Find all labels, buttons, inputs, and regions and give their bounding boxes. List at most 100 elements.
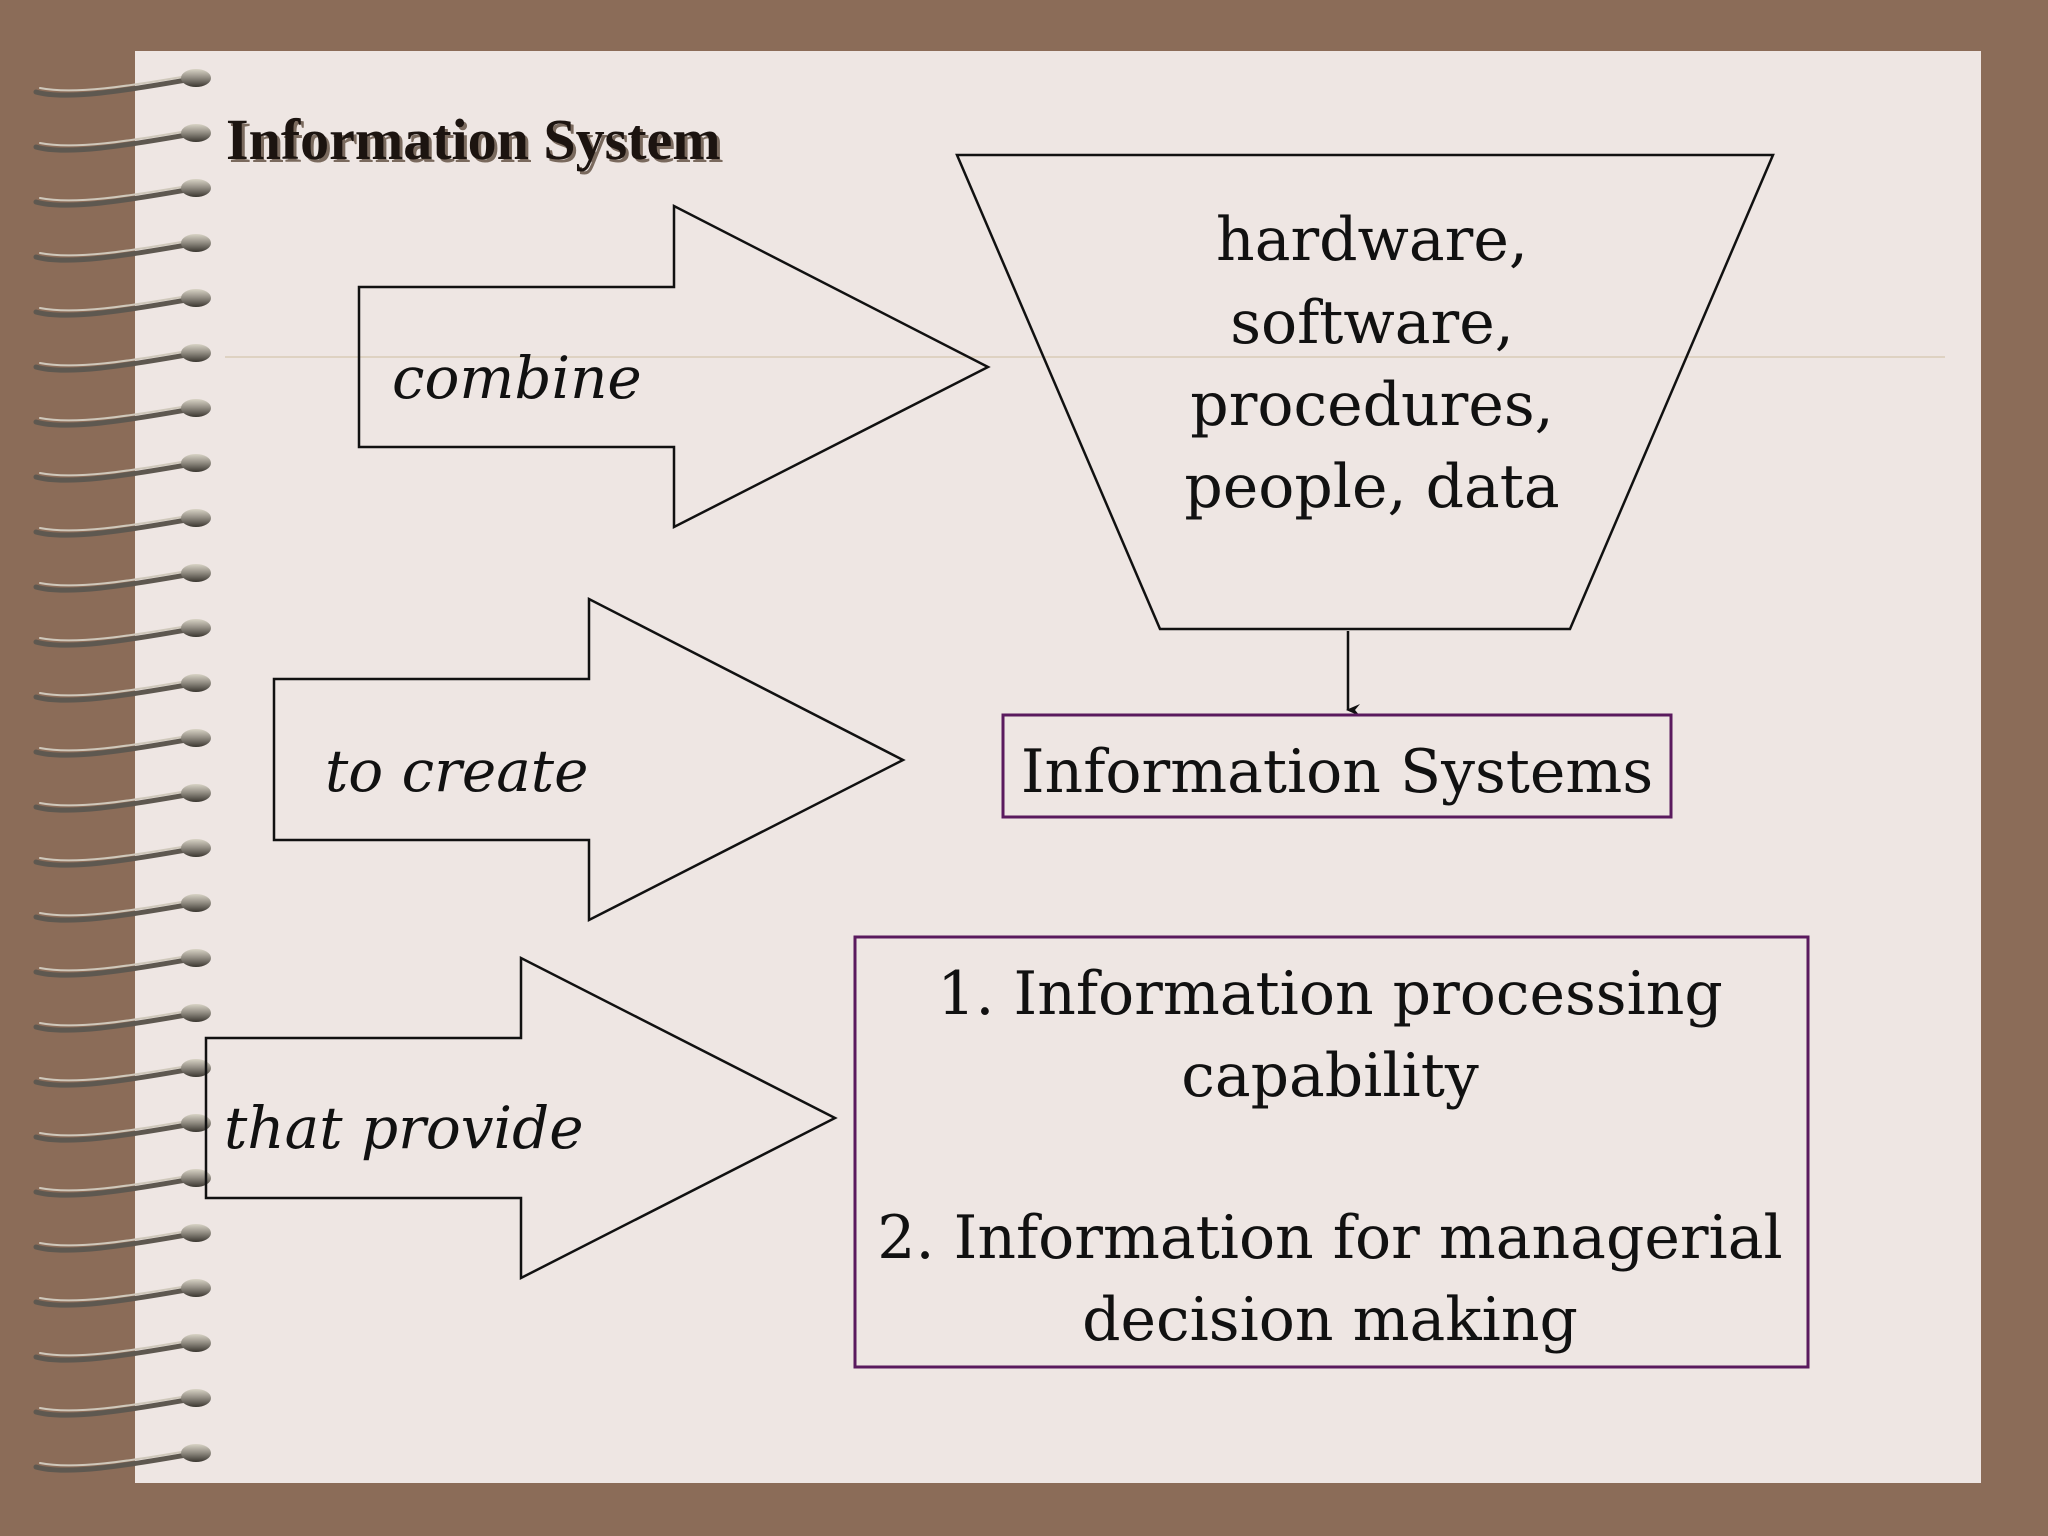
spiral-coil (33, 900, 201, 923)
spiral-coil-highlight (39, 1174, 195, 1192)
spiral-coil (33, 570, 201, 593)
spiral-coil (33, 1175, 201, 1198)
spiral-hole (181, 509, 211, 527)
spiral-coil (33, 185, 201, 208)
spiral-hole (181, 1224, 211, 1242)
spiral-coil (33, 75, 201, 98)
spiral-coil (33, 350, 201, 373)
spiral-hole (181, 1279, 211, 1297)
spiral-coil-highlight (39, 404, 195, 422)
spiral-hole (181, 1389, 211, 1407)
combine-label: combine (392, 344, 642, 412)
spiral-hole (181, 1059, 211, 1077)
combine-arrow (357, 203, 991, 530)
spiral-hole (181, 124, 211, 142)
output-item-2-line-1: 2. Information for managerial (877, 1203, 1782, 1273)
spiral-hole (181, 69, 211, 87)
components-text: hardware, software, procedures, people, … (1184, 205, 1559, 522)
outputs-box (853, 935, 1810, 1369)
spiral-hole (181, 1444, 211, 1462)
spiral-coil-highlight (39, 74, 195, 92)
component-line: hardware, (1216, 205, 1528, 275)
spiral-hole (181, 674, 211, 692)
spiral-coil-highlight (39, 569, 195, 587)
spiral-coil (33, 1065, 201, 1088)
spiral-coil (33, 515, 201, 538)
spiral-coil (33, 735, 201, 758)
spiral-hole (181, 289, 211, 307)
spiral-coil-highlight (39, 1009, 195, 1027)
output-item-1-line-2: capability (1181, 1041, 1479, 1111)
information-systems-box (1001, 713, 1673, 819)
spiral-coil (33, 1230, 201, 1253)
spiral-hole (181, 399, 211, 417)
spiral-hole (181, 344, 211, 362)
spiral-coil-highlight (39, 1229, 195, 1247)
spiral-coil (33, 845, 201, 868)
component-line: procedures, (1190, 370, 1553, 440)
slide-title-shadow: Information System (229, 110, 724, 175)
spiral-coil-highlight (39, 1284, 195, 1302)
spiral-hole (181, 179, 211, 197)
spiral-coil-highlight (39, 184, 195, 202)
spiral-coil-highlight (39, 899, 195, 917)
to-create-arrow (272, 596, 906, 923)
spiral-coil (33, 1340, 201, 1363)
spiral-coil-highlight (39, 1339, 195, 1357)
spiral-coil-highlight (39, 349, 195, 367)
components-funnel (955, 153, 1775, 631)
spiral-coil (33, 680, 201, 703)
spiral-coil (33, 460, 201, 483)
spiral-coil (33, 1395, 201, 1418)
spiral-hole (181, 1169, 211, 1187)
to-create-label: to create (325, 737, 588, 805)
spiral-hole (181, 839, 211, 857)
spiral-coil-highlight (39, 1119, 195, 1137)
spiral-coil-highlight (39, 789, 195, 807)
spiral-hole (181, 454, 211, 472)
notebook-paper (135, 51, 1981, 1483)
spiral-coil (33, 955, 201, 978)
spiral-hole (181, 619, 211, 637)
spiral-coil-highlight (39, 129, 195, 147)
spiral-coil (33, 295, 201, 318)
output-item-1-line-1: 1. Information processing (937, 959, 1723, 1029)
spiral-coil (33, 1285, 201, 1308)
spiral-coil (33, 790, 201, 813)
component-line: people, data (1184, 452, 1559, 522)
spiral-binding (33, 69, 211, 1473)
spiral-coil (33, 1010, 201, 1033)
spiral-coil (33, 1120, 201, 1143)
spiral-coil (33, 405, 201, 428)
spiral-coil-highlight (39, 1394, 195, 1412)
spiral-coil-highlight (39, 734, 195, 752)
outputs-text: 1. Information processing capability 2. … (877, 959, 1782, 1355)
spiral-coil-highlight (39, 514, 195, 532)
spiral-coil (33, 240, 201, 263)
spiral-hole (181, 1004, 211, 1022)
spiral-coil-highlight (39, 1449, 195, 1467)
spiral-hole (181, 784, 211, 802)
spiral-hole (181, 564, 211, 582)
spiral-hole (181, 1114, 211, 1132)
spiral-coil-highlight (39, 294, 195, 312)
information-systems-label: Information Systems (1021, 737, 1653, 807)
spiral-coil-highlight (39, 239, 195, 257)
spiral-coil-highlight (39, 954, 195, 972)
slide-title: Information System (226, 107, 721, 172)
spiral-coil (33, 625, 201, 648)
spiral-hole (181, 949, 211, 967)
spiral-hole (181, 1334, 211, 1352)
spiral-coil (33, 1450, 201, 1473)
component-line: software, (1230, 288, 1514, 358)
spiral-hole (181, 894, 211, 912)
output-item-2-line-2: decision making (1082, 1285, 1578, 1355)
spiral-hole (181, 729, 211, 747)
spiral-coil-highlight (39, 459, 195, 477)
that-provide-arrow (204, 955, 838, 1281)
spiral-coil-highlight (39, 679, 195, 697)
spiral-coil (33, 130, 201, 153)
spiral-coil-highlight (39, 1064, 195, 1082)
